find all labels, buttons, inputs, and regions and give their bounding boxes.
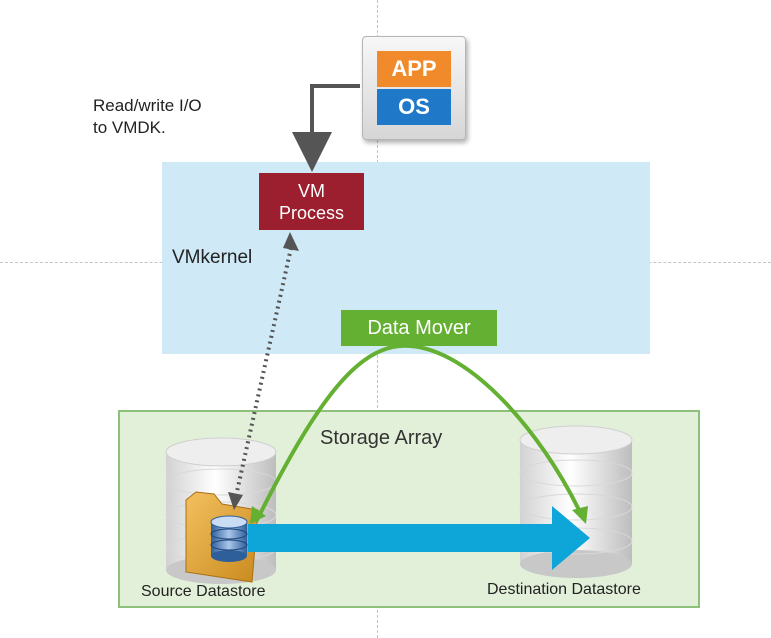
io-label: Read/write I/O to VMDK. xyxy=(93,96,202,137)
database-icon xyxy=(210,515,248,562)
storage-array-label: Storage Array xyxy=(320,427,443,449)
data-mover-arc xyxy=(250,343,588,524)
data-mover-box: Data Mover xyxy=(341,310,497,346)
vmkernel-label: VMkernel xyxy=(172,247,253,268)
copy-arrow xyxy=(248,506,590,570)
app-os-tile: APP OS xyxy=(362,36,466,140)
vm-process-box: VM Process xyxy=(259,173,364,230)
os-label: OS xyxy=(377,89,451,125)
vmdk-access-dotted-arrow xyxy=(228,232,299,510)
destination-datastore-label: Destination Datastore xyxy=(487,581,641,598)
io-arrow xyxy=(292,84,360,172)
source-datastore-label: Source Datastore xyxy=(141,583,266,600)
app-label: APP xyxy=(377,51,451,87)
